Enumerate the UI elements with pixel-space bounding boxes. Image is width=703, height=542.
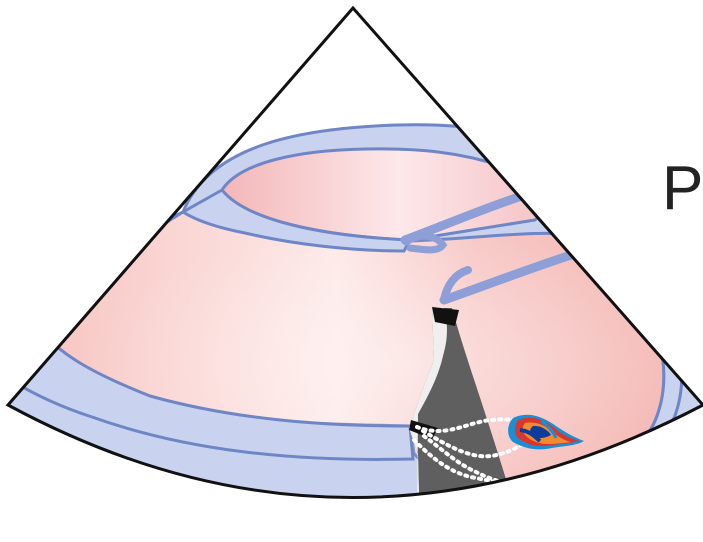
diagram-label: P bbox=[662, 158, 703, 220]
